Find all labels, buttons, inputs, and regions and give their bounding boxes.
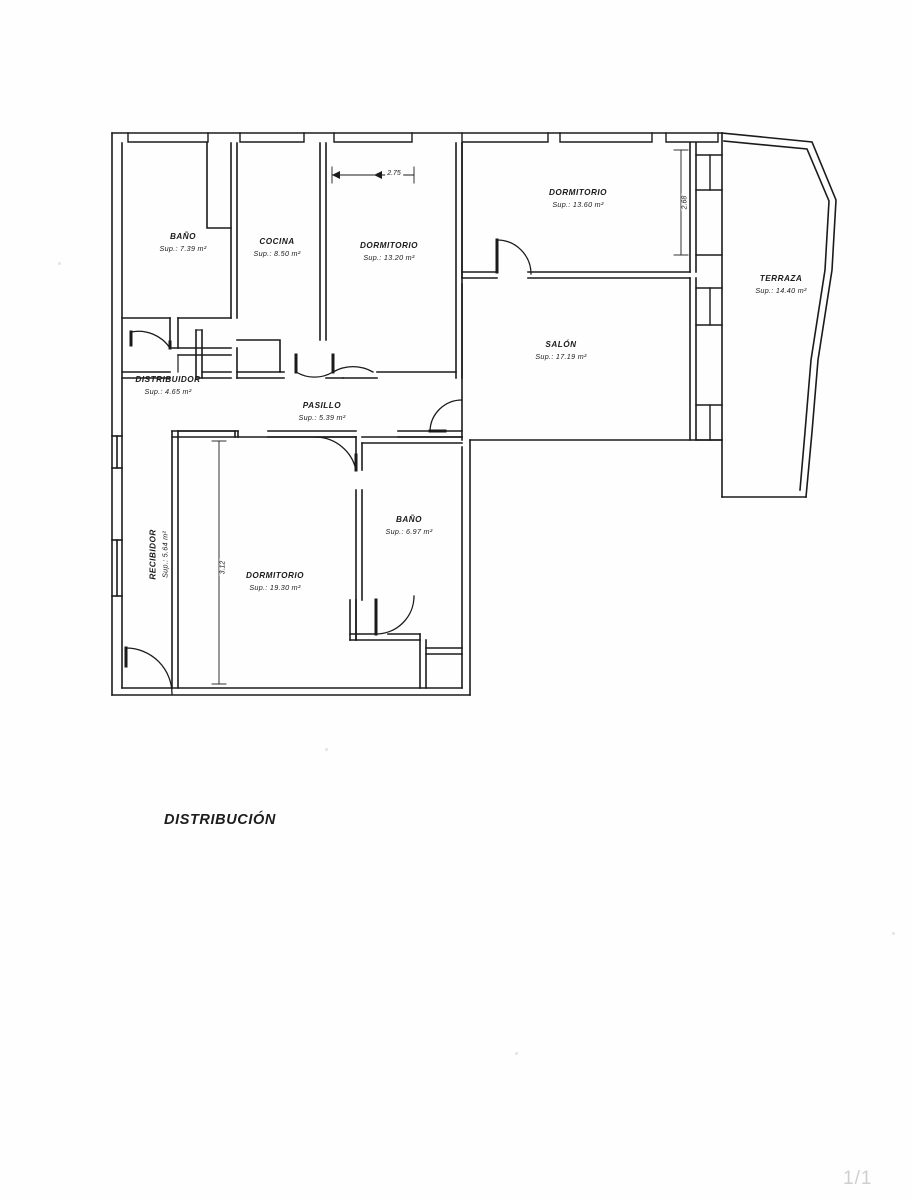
scan-speck (325, 748, 328, 751)
room-label-cocina: COCINA Sup.: 8.50 m² (253, 236, 300, 259)
room-name-bano-1: BAÑO (169, 232, 197, 241)
room-label-bano-2: BAÑO Sup.: 6.97 m² (385, 514, 432, 537)
room-area-pasillo: Sup.: 5.39 m² (298, 413, 346, 423)
room-recibidor-walls (111, 430, 179, 689)
dimension-lines (211, 149, 689, 685)
room-cocina-walls (236, 142, 327, 379)
room-name-recibidor: RECIBIDOR (148, 529, 158, 580)
terraza-outer-wall (721, 132, 837, 498)
dimension-label-top-horizontal: 2.75 (385, 170, 403, 177)
scan-speck (515, 1052, 518, 1055)
room-dormitorio-2-walls (461, 142, 697, 279)
room-area-cocina: Sup.: 8.50 m² (253, 249, 301, 259)
room-name-distribuidor: DISTRIBUIDOR (135, 375, 201, 384)
room-label-bano-1: BAÑO Sup.: 7.39 m² (159, 231, 206, 254)
room-label-recibidor: RECIBIDOR Sup.: 5.64 m² (148, 509, 171, 599)
scan-speck (892, 932, 895, 935)
room-area-dormitorio-1: Sup.: 13.20 m² (363, 253, 415, 263)
room-label-dormitorio-3: DORMITORIO Sup.: 19.30 m² (246, 570, 304, 593)
room-area-distribuidor: Sup.: 4.65 m² (144, 387, 192, 397)
room-bano-1-walls (121, 142, 238, 379)
room-bano-2-walls (349, 436, 463, 689)
room-area-bano-1: Sup.: 7.39 m² (159, 244, 207, 254)
room-name-dormitorio-1: DORMITORIO (359, 241, 419, 250)
room-area-bano-2: Sup.: 6.97 m² (385, 527, 433, 537)
room-label-pasillo: PASILLO Sup.: 5.39 m² (298, 400, 345, 423)
outer-wall-outline (111, 132, 807, 696)
page-title: DISTRIBUCIÓN (164, 812, 276, 828)
room-label-terraza: TERRAZA Sup.: 14.40 m² (755, 273, 806, 296)
room-salon-walls (461, 277, 697, 441)
page-indicator: 1/1 (843, 1168, 873, 1189)
top-wall-openings (127, 132, 719, 143)
room-area-dormitorio-2: Sup.: 13.60 m² (552, 200, 604, 210)
room-name-terraza: TERRAZA (759, 274, 803, 283)
room-name-bano-2: BAÑO (395, 515, 423, 524)
room-name-pasillo: PASILLO (302, 401, 342, 410)
room-area-recibidor: Sup.: 5.64 m² (160, 530, 170, 578)
room-area-terraza: Sup.: 14.40 m² (755, 286, 807, 296)
dimension-label-left-vertical: 3.12 (219, 558, 227, 577)
fixture-details (177, 329, 203, 373)
room-name-salon: SALÓN (545, 340, 577, 349)
dimension-label-right-vertical: 2.68 (681, 193, 689, 212)
room-label-salon: SALÓN Sup.: 17.19 m² (535, 339, 586, 362)
door-swings (124, 238, 532, 695)
room-name-dormitorio-2: DORMITORIO (548, 188, 608, 197)
room-area-salon: Sup.: 17.19 m² (535, 352, 587, 362)
terraza-wall-openings (695, 154, 723, 441)
room-label-distribuidor: DISTRIBUIDOR Sup.: 4.65 m² (135, 374, 200, 397)
room-name-cocina: COCINA (259, 237, 295, 246)
room-name-dormitorio-3: DORMITORIO (245, 571, 305, 580)
room-area-dormitorio-3: Sup.: 19.30 m² (249, 583, 301, 593)
scan-speck (58, 262, 61, 265)
room-dormitorio-3-walls (177, 430, 363, 641)
inner-wall-outline (121, 142, 463, 689)
room-label-dormitorio-1: DORMITORIO Sup.: 13.20 m² (360, 240, 418, 263)
room-label-dormitorio-2: DORMITORIO Sup.: 13.60 m² (549, 187, 607, 210)
